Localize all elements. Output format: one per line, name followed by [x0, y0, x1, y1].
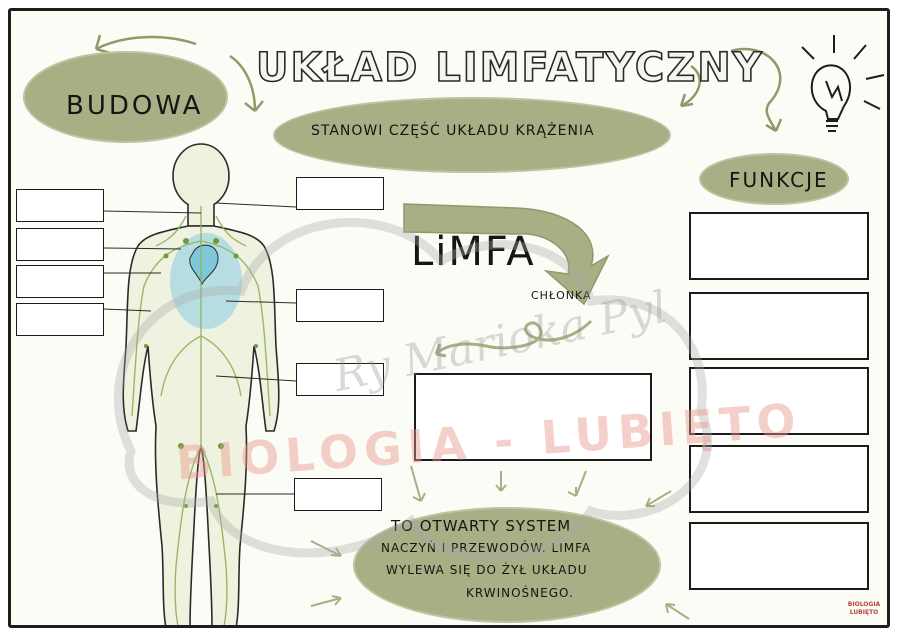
- description-line-1: TO OTWARTY SYSTEM: [391, 517, 572, 535]
- leader-lines: [103, 202, 297, 495]
- function-box-5[interactable]: [689, 522, 869, 590]
- body-label-box-left-1[interactable]: [16, 189, 104, 222]
- function-box-4[interactable]: [689, 445, 869, 513]
- description-line-3: WYLEWA SIĘ DO ŻYŁ UKŁADU: [386, 563, 588, 577]
- budowa-bubble: [23, 51, 228, 143]
- arrow-icon: [730, 47, 783, 133]
- body-label-box-right-2[interactable]: [296, 289, 384, 322]
- function-box-1[interactable]: [689, 212, 869, 280]
- arrow-icon: [434, 319, 593, 358]
- brand-logo: BIOLOGIA LUBIĘTO: [847, 601, 881, 616]
- arrow-icon: [679, 64, 701, 108]
- body-label-box-right-4[interactable]: [294, 478, 382, 511]
- function-box-3[interactable]: [689, 367, 869, 435]
- funkcje-label: FUNKCJE: [729, 168, 829, 192]
- funkcje-bubble: [699, 153, 849, 205]
- body-label-box-left-4[interactable]: [16, 303, 104, 336]
- arrow-icon: [229, 54, 264, 112]
- body-label-box-right-1[interactable]: [296, 177, 384, 210]
- arrow-icon: [665, 603, 690, 620]
- human-body-diagram: [122, 143, 280, 625]
- function-box-2[interactable]: [689, 292, 869, 360]
- description-line-2: NACZYŃ I PRZEWODÓW. LIMFA: [381, 541, 592, 555]
- limfa-answer-box[interactable]: [414, 373, 652, 461]
- chlonka-label: CHŁONKA: [531, 289, 592, 302]
- limfa-arrow: [403, 203, 610, 306]
- worksheet: UKŁAD LIMFATYCZNY BUDOWA STANOWI CZĘŚĆ U…: [8, 8, 890, 628]
- title-text: UKŁAD LIMFATYCZNY: [256, 45, 764, 91]
- subtitle-bubble: [273, 97, 671, 173]
- limfa-label: LiMFA: [411, 229, 536, 275]
- description-bubble: [353, 507, 661, 623]
- title: UKŁAD LIMFATYCZNY: [255, 44, 762, 92]
- lightbulb-icon: [801, 35, 885, 132]
- body-label-box-left-3[interactable]: [16, 265, 104, 298]
- description-line-4: KRWINOŚNEGO.: [466, 586, 574, 600]
- budowa-label: BUDOWA: [66, 91, 204, 121]
- body-label-box-right-3[interactable]: [296, 363, 384, 396]
- subtitle: STANOWI CZĘŚĆ UKŁADU KRĄŻENIA: [311, 123, 595, 139]
- arrow-icon: [310, 540, 342, 607]
- arrow-icon: [410, 465, 672, 507]
- body-label-box-left-2[interactable]: [16, 228, 104, 261]
